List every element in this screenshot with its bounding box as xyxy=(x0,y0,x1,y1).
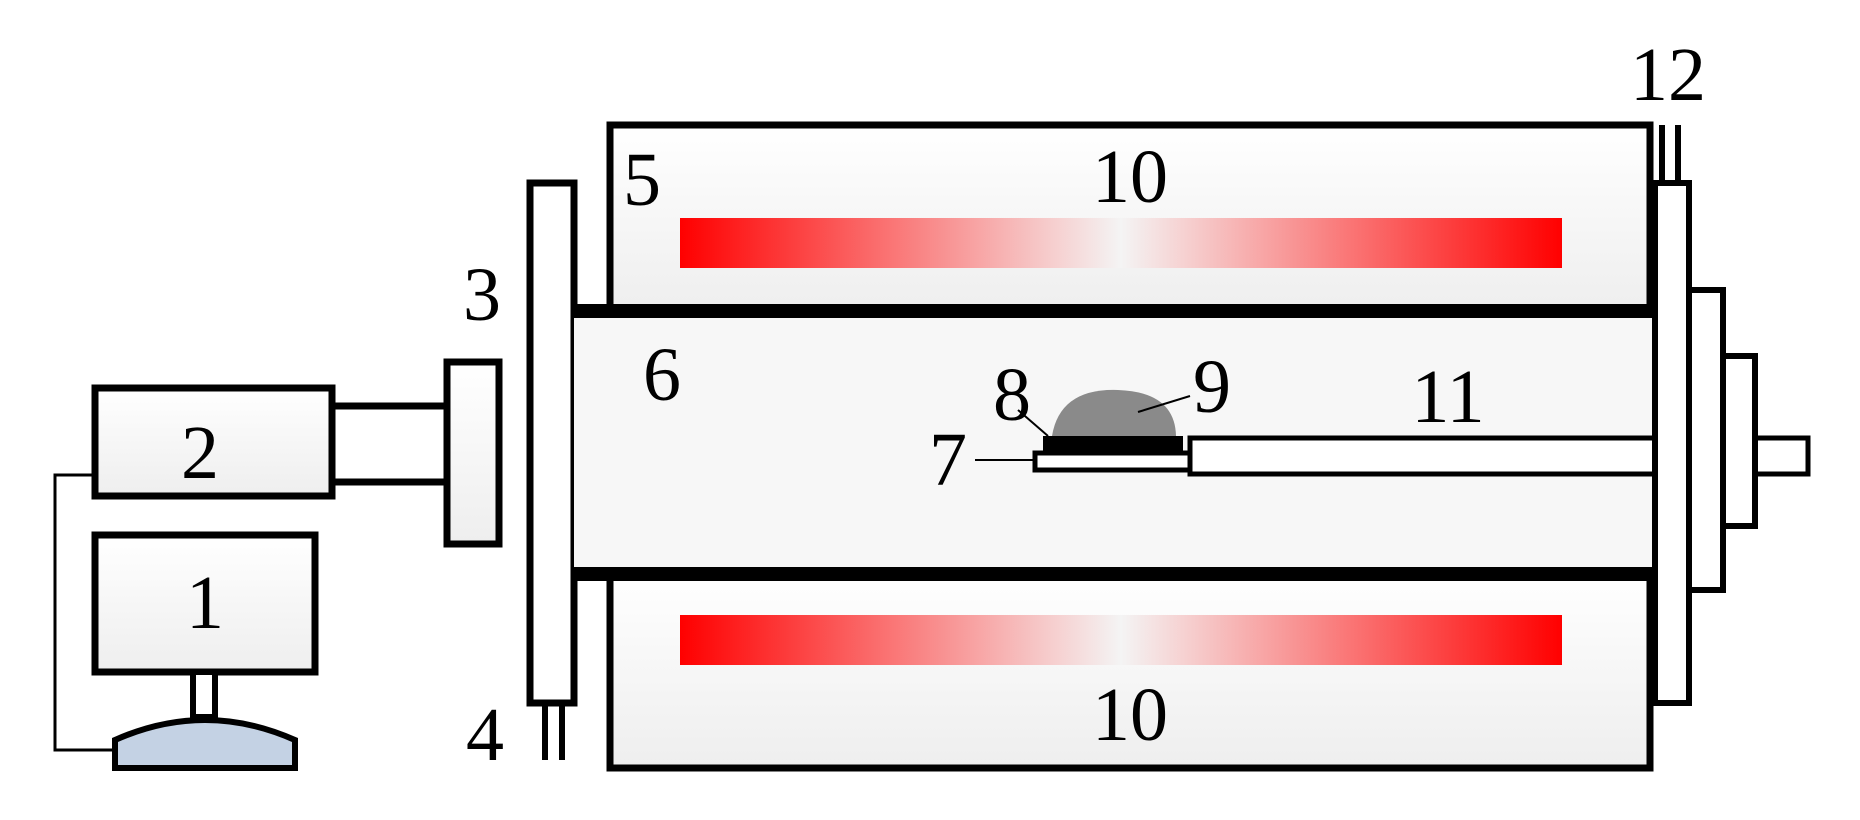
monitor-neck xyxy=(190,669,218,720)
label-5: 5 xyxy=(623,138,661,222)
label-11: 11 xyxy=(1411,355,1484,439)
heater-element-top xyxy=(680,218,1562,268)
label-10-bottom: 10 xyxy=(1092,673,1168,757)
lens-flange xyxy=(443,358,503,548)
leader-9 xyxy=(1137,395,1191,413)
label-9: 9 xyxy=(1193,345,1231,429)
computer-monitor xyxy=(91,531,319,771)
signal-cable xyxy=(53,473,115,752)
label-1: 1 xyxy=(186,561,224,645)
label-10-top: 10 xyxy=(1092,135,1168,219)
detector-connector xyxy=(328,402,451,486)
leader-8 xyxy=(1017,409,1049,437)
substrate xyxy=(1043,436,1183,453)
monitor-stand xyxy=(112,717,298,771)
label-6: 6 xyxy=(643,333,681,417)
label-2: 2 xyxy=(181,411,219,495)
detector-body xyxy=(91,384,336,500)
label-4: 4 xyxy=(466,693,504,777)
sample-holder xyxy=(1032,450,1193,473)
end-flange xyxy=(1652,180,1692,706)
label-12: 12 xyxy=(1630,33,1706,117)
window-plate xyxy=(526,179,578,707)
label-8: 8 xyxy=(993,353,1031,437)
end-flange-seal xyxy=(1720,353,1758,529)
end-flange-collar xyxy=(1686,287,1726,593)
label-7: 7 xyxy=(929,418,967,502)
furnace-lower-shell xyxy=(606,569,1654,772)
sample-droplet xyxy=(1052,389,1176,436)
label-3: 3 xyxy=(463,253,501,337)
heater-element-bottom xyxy=(680,615,1562,665)
